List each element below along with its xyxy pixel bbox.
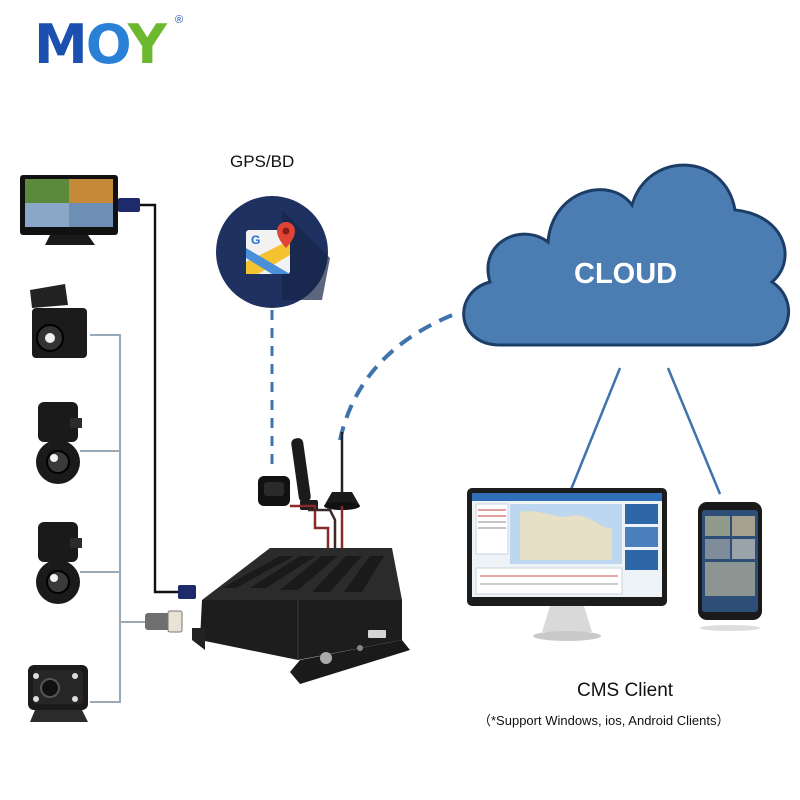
client-link-lines (568, 367, 722, 495)
cloud-link-dashed (338, 310, 461, 441)
logo-letter-o: O (85, 13, 130, 76)
support-note: （*Support Windows, ios, Android Clients） (478, 713, 730, 728)
camera-icon (36, 522, 82, 604)
gps-module-icon (258, 476, 290, 506)
cloud-label: CLOUD (574, 258, 678, 290)
monitor-icon (20, 175, 118, 245)
gps-label: GPS/BD (230, 152, 295, 171)
logo-letter-y: Y (127, 13, 167, 76)
monitor-vga-connector (118, 198, 140, 212)
map-pin-icon: G (216, 196, 330, 308)
brand-logo: MOY (34, 18, 167, 72)
desktop-monitor-icon (467, 488, 667, 641)
cloud-icon (462, 163, 790, 347)
svg-text:G: G (251, 233, 260, 247)
aviation-connector (145, 610, 183, 633)
camera-icon (28, 665, 88, 722)
smartphone-icon (698, 502, 762, 631)
antenna-icon (324, 432, 360, 510)
camera-cable-lines (80, 334, 165, 703)
logo-letter-m: M (34, 13, 88, 76)
cms-client-label: CMS Client (577, 680, 674, 701)
monitor-cable (138, 203, 190, 594)
camera-icon (30, 284, 87, 358)
antenna-icon (291, 438, 318, 510)
dvr-vga-connector (178, 585, 196, 599)
registered-mark: ® (175, 14, 184, 26)
mdvr-icon (192, 548, 410, 684)
camera-icon (36, 402, 82, 484)
